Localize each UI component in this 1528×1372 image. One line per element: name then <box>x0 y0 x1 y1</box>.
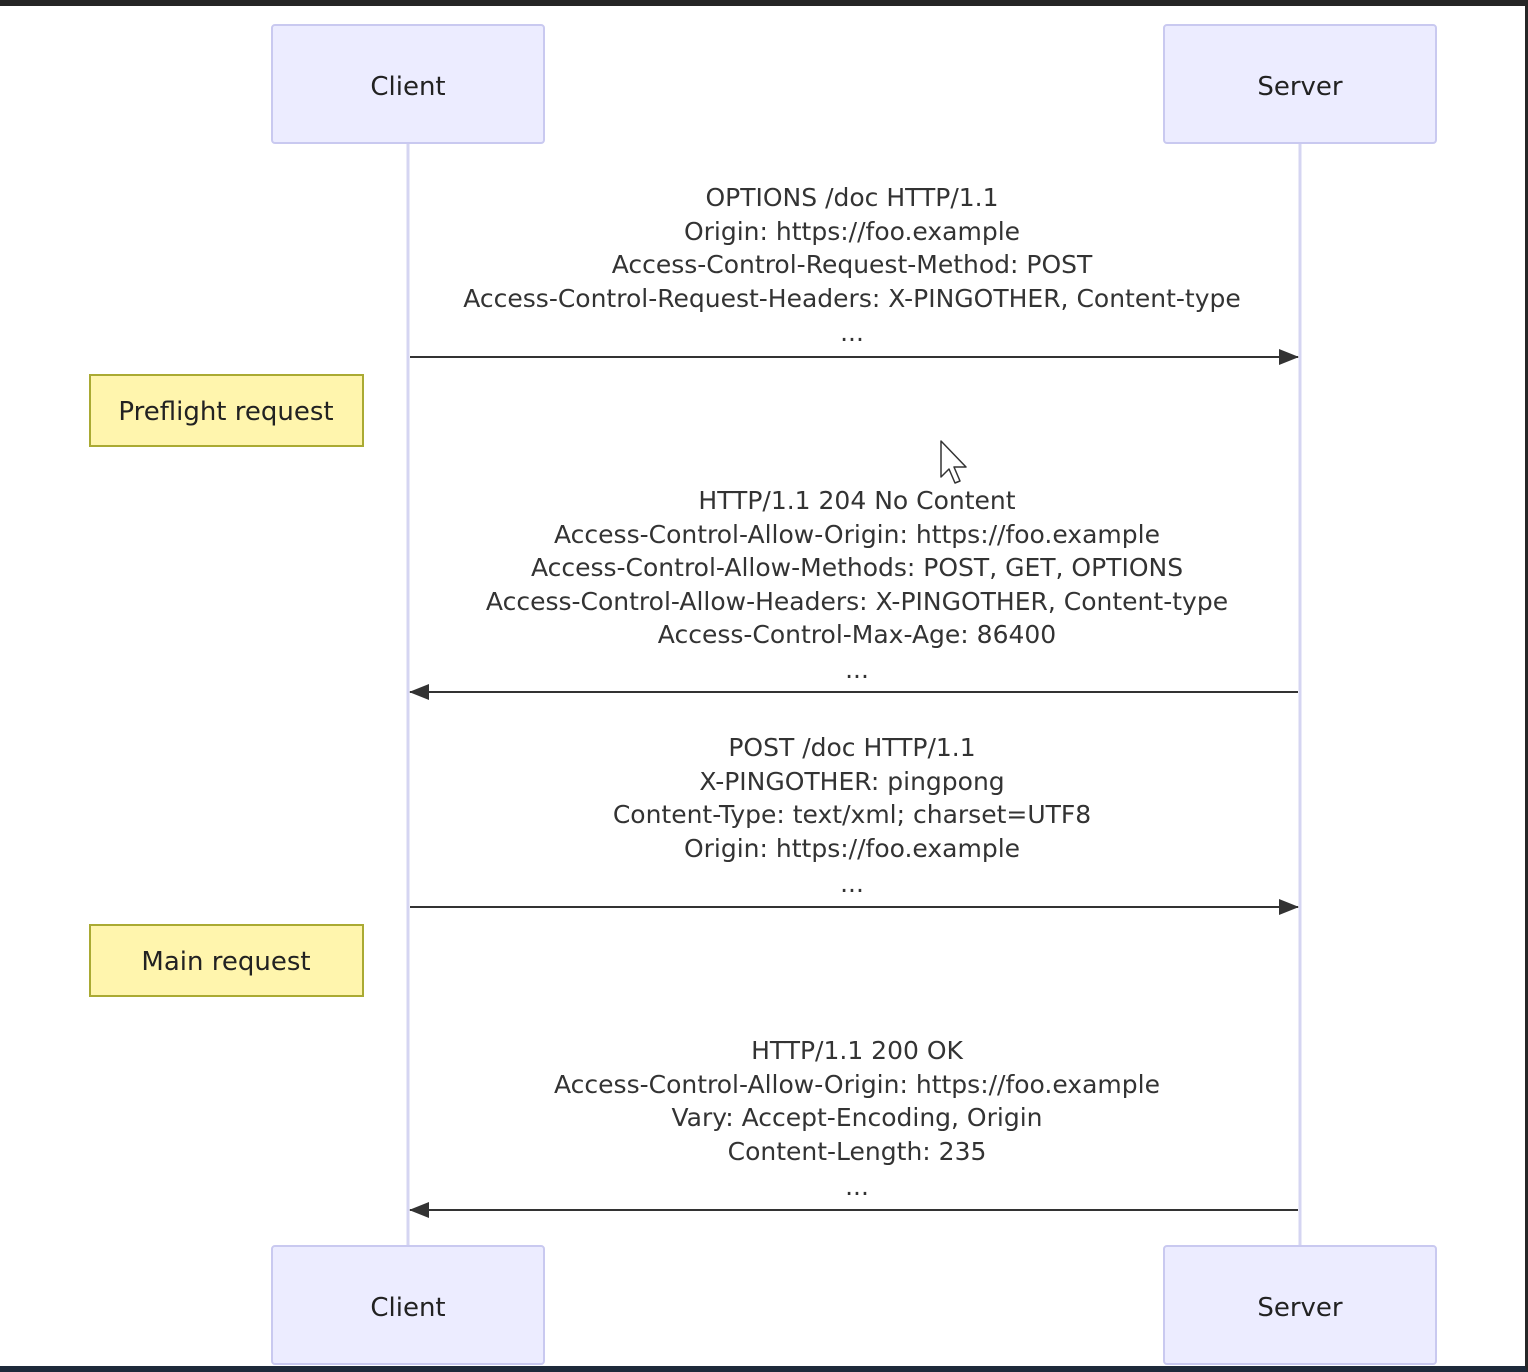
message-post-line-3: Content-Type: text/xml; charset=UTF8 <box>613 800 1091 829</box>
message-200-line-1: HTTP/1.1 200 OK <box>751 1036 963 1065</box>
message-200-response: HTTP/1.1 200 OK Access-Control-Allow-Ori… <box>409 1036 1298 1218</box>
message-204-line-6: ... <box>845 655 869 684</box>
message-options-line-5: ... <box>840 318 864 347</box>
message-options-line-4: Access-Control-Request-Headers: X-PINGOT… <box>463 284 1241 313</box>
actor-client-top-label: Client <box>370 72 445 102</box>
message-204-line-1: HTTP/1.1 204 No Content <box>698 486 1015 515</box>
message-204-response: HTTP/1.1 204 No Content Access-Control-A… <box>409 486 1298 700</box>
message-204-line-4: Access-Control-Allow-Headers: X-PINGOTHE… <box>486 587 1228 616</box>
message-options-line-2: Origin: https://foo.example <box>684 217 1020 246</box>
message-options-preflight: OPTIONS /doc HTTP/1.1 Origin: https://fo… <box>410 183 1299 365</box>
message-options-line-1: OPTIONS /doc HTTP/1.1 <box>705 183 998 212</box>
note-main-request: Main request <box>89 924 364 997</box>
actor-server-top: Server <box>1163 24 1437 144</box>
message-post-line-2: X-PINGOTHER: pingpong <box>699 767 1004 796</box>
message-200-line-2: Access-Control-Allow-Origin: https://foo… <box>554 1070 1160 1099</box>
actor-server-bottom: Server <box>1163 1245 1437 1365</box>
message-200-line-4: Content-Length: 235 <box>728 1137 987 1166</box>
note-main-request-label: Main request <box>141 947 310 977</box>
actor-server-bottom-label: Server <box>1257 1293 1343 1323</box>
actor-client-bottom-label: Client <box>370 1293 445 1323</box>
message-204-line-5: Access-Control-Max-Age: 86400 <box>658 620 1056 649</box>
message-post-line-1: POST /doc HTTP/1.1 <box>728 733 975 762</box>
message-204-line-2: Access-Control-Allow-Origin: https://foo… <box>554 520 1160 549</box>
note-preflight-request: Preflight request <box>89 374 364 447</box>
message-post-line-5: ... <box>840 869 864 898</box>
message-200-line-3: Vary: Accept-Encoding, Origin <box>672 1103 1043 1132</box>
message-post-request: POST /doc HTTP/1.1 X-PINGOTHER: pingpong… <box>410 733 1299 915</box>
message-post-line-4: Origin: https://foo.example <box>684 834 1020 863</box>
message-204-line-3: Access-Control-Allow-Methods: POST, GET,… <box>531 553 1183 582</box>
sequence-diagram: Client Server Client Server Preflight re… <box>89 24 1437 1365</box>
actor-client-top: Client <box>271 24 545 144</box>
mouse-cursor-icon <box>940 440 967 484</box>
message-200-line-5: ... <box>845 1172 869 1201</box>
actor-client-bottom: Client <box>271 1245 545 1365</box>
note-preflight-request-label: Preflight request <box>118 397 333 427</box>
actor-server-top-label: Server <box>1257 72 1343 102</box>
message-options-line-3: Access-Control-Request-Method: POST <box>612 250 1093 279</box>
